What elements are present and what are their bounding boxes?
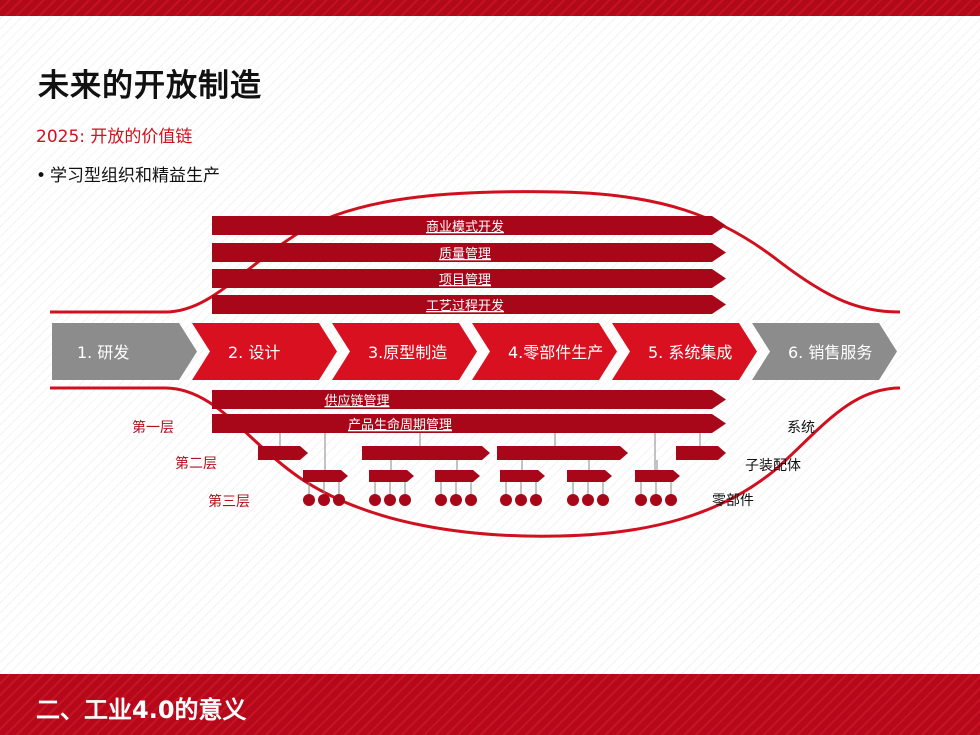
top-bar-3: [212, 269, 726, 288]
stage-chevron-4: [472, 323, 617, 380]
stage-label-3: 3.原型制造: [368, 343, 447, 362]
stage-chevron-1: [52, 323, 197, 380]
bottom-band: [0, 674, 980, 735]
component-dot: [567, 494, 579, 506]
component-dot: [635, 494, 647, 506]
tier3-bar-6: [635, 470, 680, 482]
tier2-bar-2: [362, 446, 490, 460]
stage-label-2: 2. 设计: [228, 343, 280, 362]
component-dot: [650, 494, 662, 506]
tier3-bar-4: [500, 470, 545, 482]
component-dot: [399, 494, 411, 506]
top-bar-label-3: 项目管理: [439, 273, 491, 288]
component-dot: [665, 494, 677, 506]
component-dot: [333, 494, 345, 506]
stage-chevron-6: [752, 323, 897, 380]
component-dot: [318, 494, 330, 506]
tier3-bar-2: [369, 470, 414, 482]
component-dot: [530, 494, 542, 506]
stage-label-6: 6. 销售服务: [788, 343, 872, 362]
bullet-item: •学习型组织和精益生产: [36, 161, 220, 186]
boundary-line-upper: [50, 190, 901, 314]
component-dot: [303, 494, 315, 506]
component-dot: [597, 494, 609, 506]
component-dot: [465, 494, 477, 506]
page-title: 未来的开放制造: [38, 68, 262, 104]
stage-label-1: 1. 研发: [77, 343, 129, 362]
bottom-bar-1: [212, 390, 726, 409]
tier3-bar-3: [435, 470, 480, 482]
stage-separator-4: [607, 322, 628, 381]
component-dot: [384, 494, 396, 506]
subtitle: 2025: 开放的价值链: [36, 127, 193, 147]
tier2-bar-3: [497, 446, 628, 460]
stage-chevron-2: [192, 323, 337, 380]
stage-label-4: 4.零部件生产: [508, 343, 603, 362]
tier-label-right-1: 系统: [787, 420, 815, 436]
component-dot: [435, 494, 447, 506]
bottom-bar-label-1: 供应链管理: [324, 393, 389, 409]
stage-chevrons: 1. 研发 2. 设计 3.原型制造 4.零部件生产 5. 系统集成 6. 销售服务: [52, 322, 897, 381]
component-dot: [515, 494, 527, 506]
stage-chevron-5: [612, 323, 757, 380]
tier3-bar-5: [567, 470, 612, 482]
tier-label-left-2: 第二层: [175, 455, 217, 472]
component-dot: [369, 494, 381, 506]
tier-label-left-1: 第一层: [132, 419, 174, 436]
top-bar-label-2: 质量管理: [439, 247, 491, 262]
top-bar-2: [212, 243, 726, 262]
stage-separator-5: [747, 322, 768, 381]
top-bar-1: [212, 216, 726, 235]
tier2-bar-1: [258, 446, 308, 460]
top-band: [0, 0, 980, 16]
stage-separator-1: [187, 322, 208, 381]
stage-separator-2: [327, 322, 348, 381]
tier-label-right-2: 子装配体: [745, 458, 801, 474]
top-bar-label-4: 工艺过程开发: [426, 298, 504, 314]
top-bar-4: [212, 295, 726, 314]
stage-chevron-3: [332, 323, 477, 380]
supplier-tiers: [258, 433, 726, 506]
bottom-bar-label-2: 产品生命周期管理: [348, 417, 452, 433]
component-dot: [500, 494, 512, 506]
tier3-bar-1: [303, 470, 348, 482]
tier-label-left-3: 第三层: [208, 493, 250, 510]
boundary-line-lower: [50, 386, 901, 538]
tier2-bar-4: [676, 446, 726, 460]
footer-section-title: 二、工业4.0的意义: [36, 696, 247, 724]
bullet-dot: •: [36, 166, 47, 186]
tier-label-right-3: 零部件: [712, 493, 754, 509]
component-dot: [450, 494, 462, 506]
bullet-text: 学习型组织和精益生产: [50, 166, 220, 186]
stage-separator-3: [467, 322, 488, 381]
stage-label-5: 5. 系统集成: [648, 343, 732, 362]
bottom-bar-2: [212, 414, 726, 433]
top-bar-label-1: 商业模式开发: [426, 219, 504, 235]
component-dot: [582, 494, 594, 506]
